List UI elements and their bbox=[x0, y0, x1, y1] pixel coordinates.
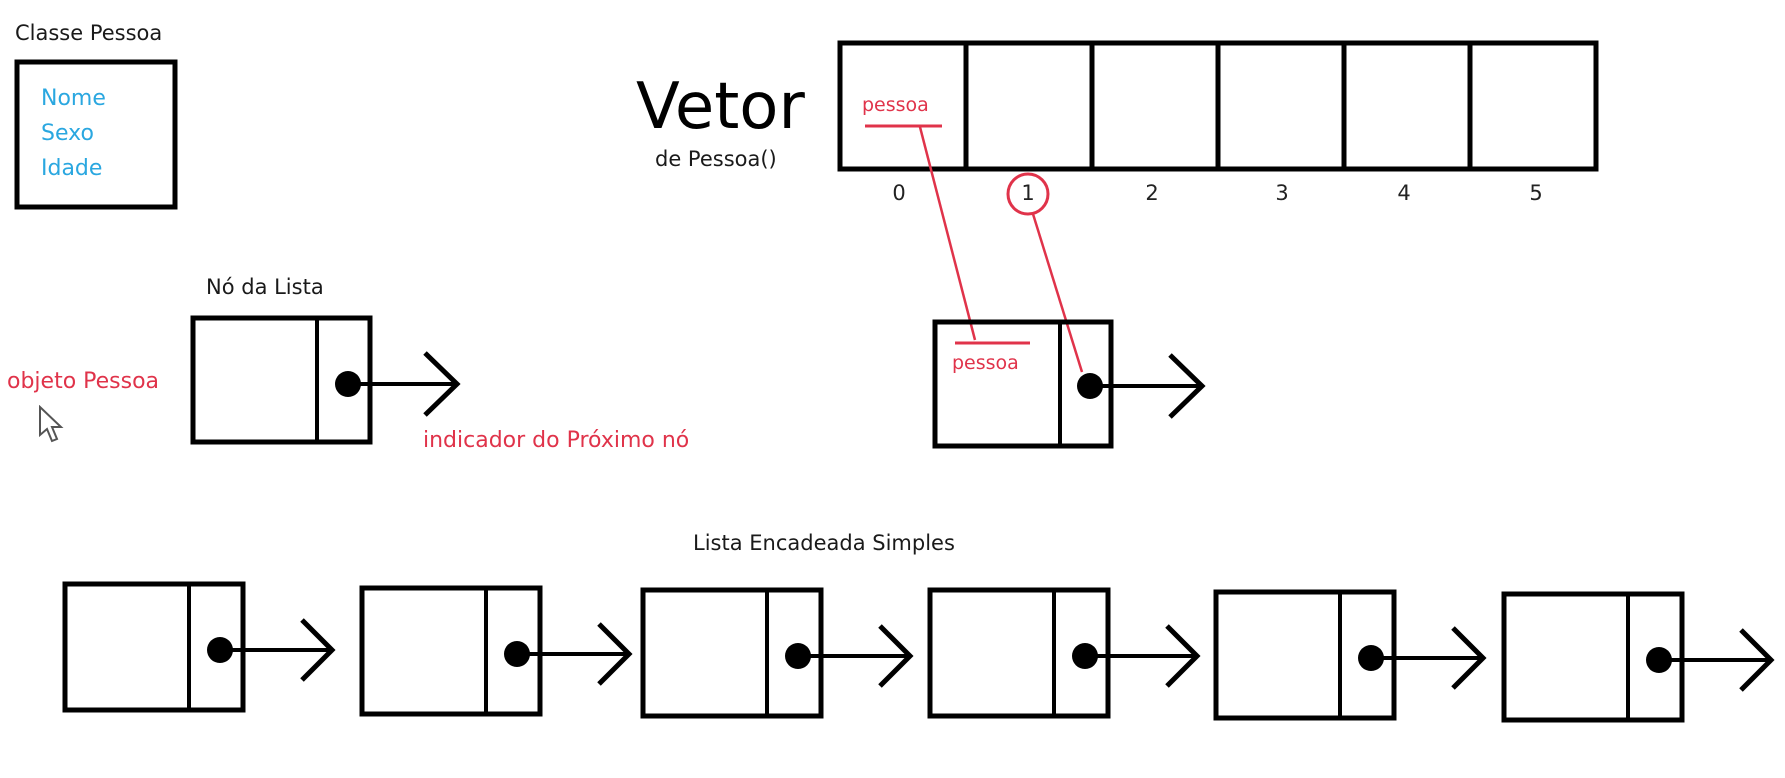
list-node-box bbox=[640, 587, 824, 719]
vetor-index: 5 bbox=[1529, 181, 1543, 205]
no-da-lista-node bbox=[190, 315, 461, 445]
reference-line-cell0-to-node bbox=[918, 126, 977, 341]
objeto-pessoa-label: objeto Pessoa bbox=[7, 369, 160, 394]
lista-encadeada-nodes bbox=[62, 581, 1775, 723]
list-node bbox=[1213, 589, 1487, 721]
no-da-lista-title: Nó da Lista bbox=[206, 275, 324, 299]
vetor-index: 2 bbox=[1145, 181, 1159, 205]
classe-pessoa-title: Classe Pessoa bbox=[15, 21, 163, 45]
vetor-array bbox=[837, 40, 1599, 172]
reference-line-index1-to-pointer bbox=[1031, 213, 1084, 373]
list-node-box bbox=[1501, 591, 1685, 723]
vetor-index: 4 bbox=[1397, 181, 1411, 205]
linked-node-label: pessoa bbox=[952, 352, 1019, 374]
list-node-box bbox=[1213, 589, 1397, 721]
list-node-arrow-head bbox=[1739, 628, 1775, 692]
list-node-arrow-head bbox=[300, 618, 336, 682]
vetor-title: Vetor bbox=[636, 70, 805, 144]
vetor-cell bbox=[1215, 40, 1347, 172]
node-pointer-arrow-head bbox=[423, 351, 461, 417]
lista-title: Lista Encadeada Simples bbox=[693, 531, 955, 555]
classe-pessoa-box bbox=[14, 59, 178, 210]
list-node bbox=[359, 585, 633, 717]
list-node-arrow-head bbox=[1451, 626, 1487, 690]
linked-node-arrow-head bbox=[1168, 353, 1206, 419]
list-node-box bbox=[62, 581, 246, 713]
list-node bbox=[62, 581, 336, 713]
list-node bbox=[640, 587, 914, 719]
list-node-arrow-head bbox=[878, 624, 914, 688]
list-node-arrow-head bbox=[597, 622, 633, 686]
node-box bbox=[190, 315, 373, 445]
list-node-box bbox=[359, 585, 543, 717]
list-node-arrow-head bbox=[1165, 624, 1201, 688]
vetor-index: 0 bbox=[892, 181, 906, 205]
field-nome: Nome bbox=[41, 86, 106, 111]
list-node-box bbox=[927, 587, 1111, 719]
field-sexo: Sexo bbox=[41, 121, 94, 146]
linked-node bbox=[932, 319, 1206, 449]
vetor-cell bbox=[1341, 40, 1473, 172]
vetor-cell bbox=[1467, 40, 1599, 172]
list-node bbox=[1501, 591, 1775, 723]
list-node bbox=[927, 587, 1201, 719]
vetor-index: 3 bbox=[1275, 181, 1289, 205]
vetor-index: 1 bbox=[1021, 181, 1035, 205]
indicador-proximo-label: indicador do Próximo nó bbox=[423, 428, 690, 453]
index-1-highlight-circle bbox=[1006, 172, 1050, 216]
vetor-cell bbox=[963, 40, 1095, 172]
vetor-subtitle: de Pessoa() bbox=[655, 147, 777, 171]
mouse-cursor-icon bbox=[39, 405, 64, 443]
field-idade: Idade bbox=[41, 156, 103, 181]
vetor-cell0-label: pessoa bbox=[862, 94, 929, 116]
vetor-cell bbox=[1089, 40, 1221, 172]
